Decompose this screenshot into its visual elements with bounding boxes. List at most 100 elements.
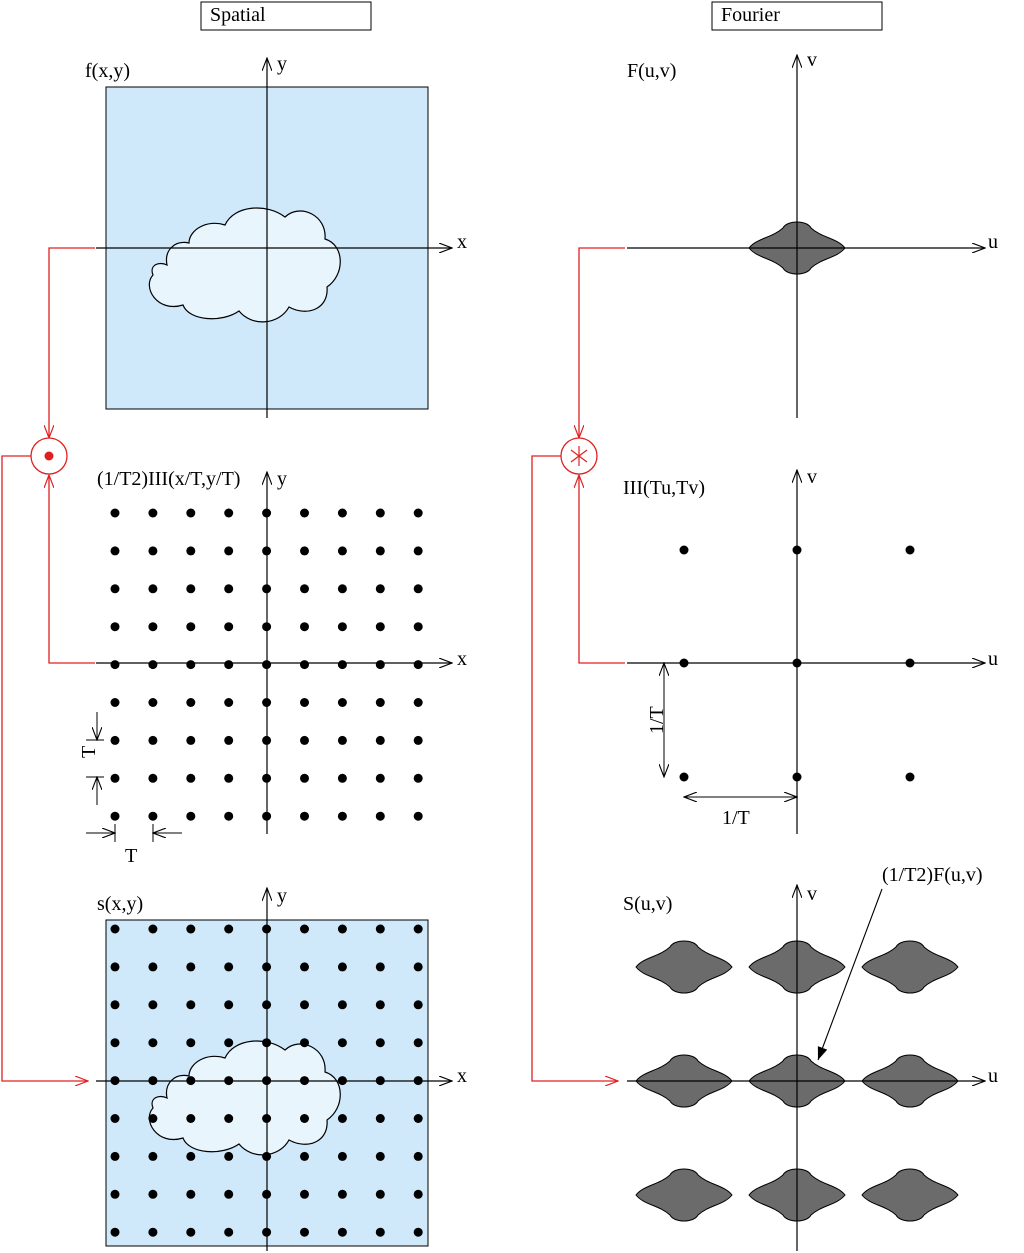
sample-dot xyxy=(148,622,158,632)
sample-dot xyxy=(110,698,120,707)
spectrum-replica xyxy=(861,940,959,994)
fourier-sampled-panel: u v S(u,v) (1/T2)F(u,v) xyxy=(623,864,998,1251)
impulse-dot xyxy=(679,772,689,782)
sample-dot xyxy=(300,584,309,594)
sample-dot xyxy=(148,1038,158,1048)
sample-dot xyxy=(375,1038,385,1048)
v-axis-label: v xyxy=(807,883,817,905)
sample-dot xyxy=(300,773,309,783)
sample-dot xyxy=(110,508,120,518)
sample-dot xyxy=(375,811,385,821)
sample-dot xyxy=(337,1114,347,1123)
spatial-sampled-panel: x y s(x,y) xyxy=(96,885,467,1251)
spacing-label-horizontal: 1/T xyxy=(722,807,750,829)
sample-dot xyxy=(110,622,120,632)
sample-dot xyxy=(224,660,234,670)
sample-dot xyxy=(148,1114,158,1123)
multiply-flow xyxy=(1,247,95,1081)
sample-dot xyxy=(186,924,196,934)
sample-dot xyxy=(186,1227,196,1237)
sample-dot xyxy=(300,622,309,632)
sample-dot xyxy=(224,546,234,556)
sample-dot xyxy=(224,698,234,707)
sample-dot xyxy=(186,508,196,518)
sample-dot xyxy=(413,962,423,972)
sample-dot xyxy=(413,622,423,632)
sample-dot xyxy=(337,962,347,972)
sample-dot xyxy=(148,1189,158,1199)
flow-arrow-from-fourier-comb xyxy=(579,475,625,664)
sample-dot xyxy=(300,1038,309,1048)
sample-dot xyxy=(375,1227,385,1237)
sample-dot xyxy=(300,924,309,934)
sample-dot xyxy=(186,1151,196,1161)
sample-dot xyxy=(110,1000,120,1010)
sample-dot xyxy=(148,584,158,594)
sample-dot xyxy=(337,584,347,594)
spectrum-replica xyxy=(861,1168,959,1222)
u-axis-label: u xyxy=(988,648,998,670)
sample-dot xyxy=(375,622,385,632)
spectrum-replica xyxy=(635,1168,733,1222)
sample-dot xyxy=(110,773,120,783)
spacing-label-vertical: T xyxy=(78,746,100,758)
sample-dot xyxy=(337,773,347,783)
f-label: f(x,y) xyxy=(85,60,130,82)
sample-dot xyxy=(375,962,385,972)
sample-dot xyxy=(375,584,385,594)
annotation-arrow xyxy=(817,888,883,1061)
sample-dot xyxy=(110,811,120,821)
sample-dot xyxy=(110,1114,120,1123)
sample-dot xyxy=(337,1151,347,1161)
sample-dot xyxy=(224,811,234,821)
sample-dot xyxy=(413,1151,423,1161)
sample-dot xyxy=(413,924,423,934)
fourier-header: Fourier xyxy=(711,1,883,31)
sample-dot xyxy=(337,1189,347,1199)
comb-dot-grid xyxy=(110,508,423,821)
sample-dot xyxy=(413,811,423,821)
sample-dot xyxy=(148,1227,158,1237)
sample-dot xyxy=(375,546,385,556)
sample-dot xyxy=(148,962,158,972)
sample-dot xyxy=(413,773,423,783)
sample-dot xyxy=(148,660,158,670)
sample-dot xyxy=(110,584,120,594)
sample-dot xyxy=(413,660,423,670)
sample-dot xyxy=(337,508,347,518)
sample-dot xyxy=(413,698,423,707)
asterisk-icon xyxy=(570,446,588,466)
sample-dot xyxy=(375,735,385,745)
sample-dot xyxy=(110,660,120,670)
sample-dot xyxy=(337,622,347,632)
sample-dot xyxy=(186,811,196,821)
sample-dot xyxy=(186,660,196,670)
sample-dot xyxy=(300,1114,309,1123)
spacing-label-horizontal: T xyxy=(125,845,137,867)
sample-dot xyxy=(186,962,196,972)
spatial-header-text: Spatial xyxy=(210,4,266,26)
u-axis-label: u xyxy=(988,231,998,253)
sample-dot xyxy=(224,962,234,972)
x-axis-label: x xyxy=(457,231,467,253)
sample-dot xyxy=(375,1000,385,1010)
sample-dot xyxy=(337,811,347,821)
sample-dot xyxy=(186,622,196,632)
sample-dot xyxy=(413,735,423,745)
fourier-comb-panel: u v III(Tu,Tv) 1/T 1/T xyxy=(623,466,998,834)
sample-dot xyxy=(148,508,158,518)
sample-dot xyxy=(224,735,234,745)
sample-dot xyxy=(337,924,347,934)
sample-dot xyxy=(337,1000,347,1010)
sample-dot xyxy=(110,735,120,745)
sample-dot xyxy=(300,1189,309,1199)
sample-dot xyxy=(224,924,234,934)
s-label: s(x,y) xyxy=(97,893,143,915)
vertical-spacing-dimension: 1/T xyxy=(646,663,668,777)
product-dot-icon xyxy=(44,451,54,461)
flow-arrow-from-image xyxy=(49,247,95,438)
fourier-spectrum-panel: u v F(u,v) xyxy=(627,49,998,418)
spacing-label-vertical: 1/T xyxy=(646,706,668,734)
y-axis-label: y xyxy=(277,885,287,907)
